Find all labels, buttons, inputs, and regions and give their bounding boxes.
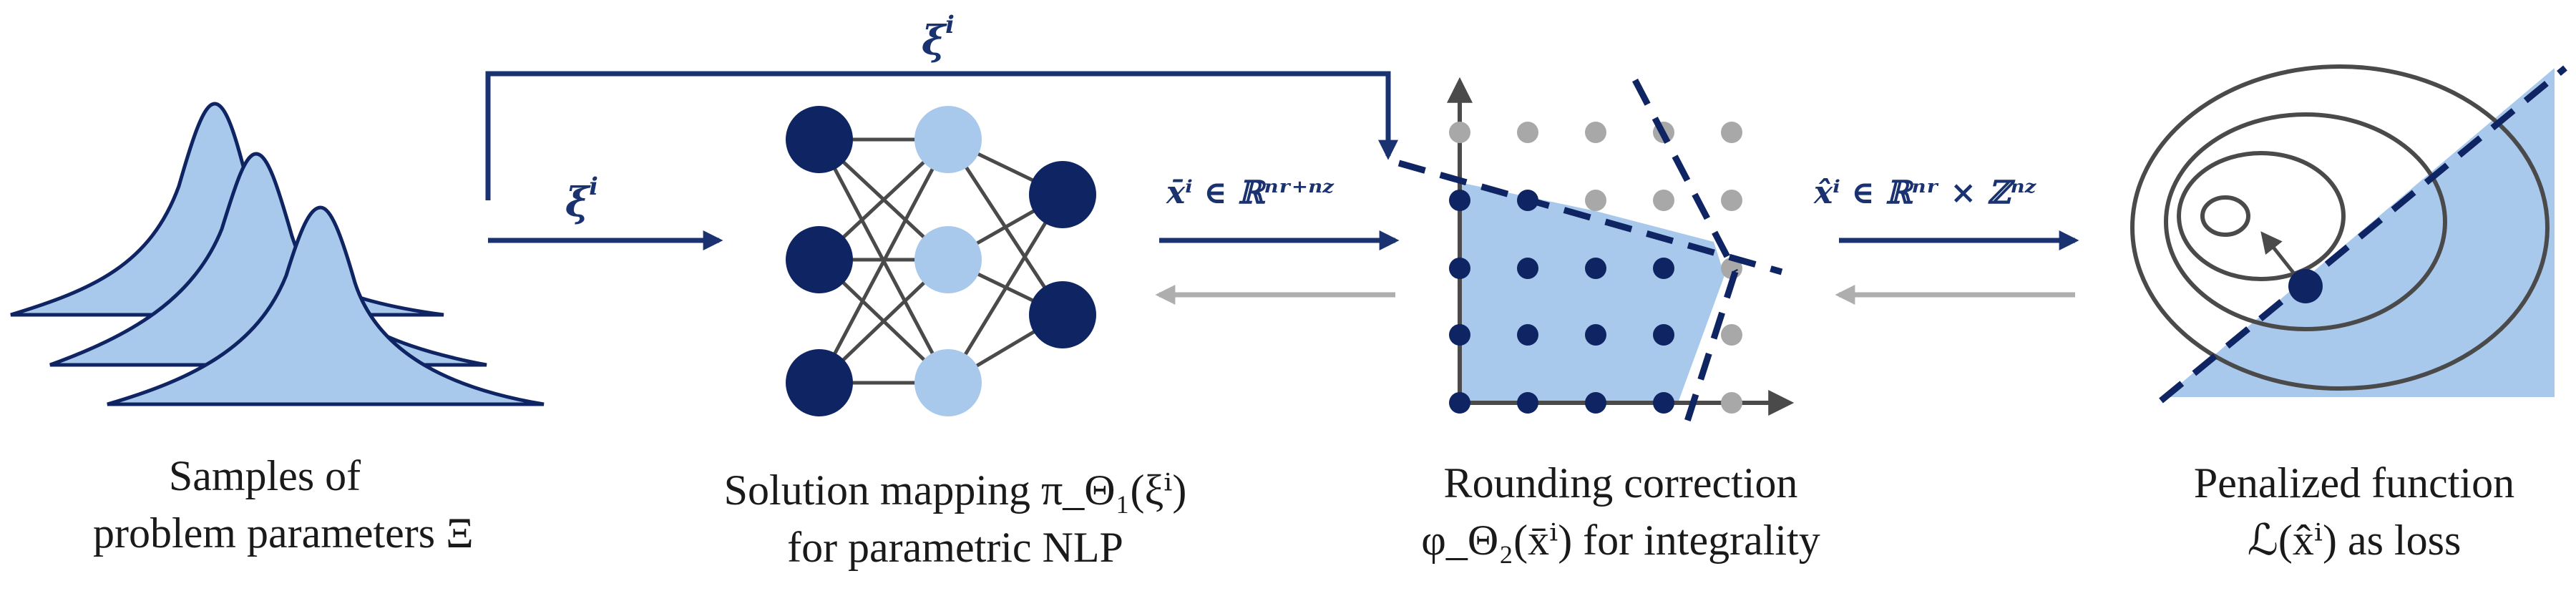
xi-left-label: ξi	[565, 172, 598, 227]
input-node	[786, 226, 853, 293]
samples-distributions	[10, 102, 545, 406]
hidden-node	[914, 106, 982, 173]
xhat-label: x̂ⁱ ∈ ℝⁿʳ × ℤⁿᶻ	[1814, 175, 2036, 211]
caption-rounding-line2: φ_Θ₂(x̄ⁱ) for integrality	[1421, 517, 1820, 564]
caption-samples-line1: Samples of	[168, 452, 361, 499]
constraint-line-1	[1397, 160, 1783, 275]
solution-point	[2288, 269, 2323, 303]
input-node	[786, 349, 853, 416]
loss-plot	[2130, 64, 2567, 404]
contour-inner	[2177, 151, 2346, 281]
contour-center	[2200, 195, 2250, 237]
hidden-node	[914, 226, 982, 293]
hidden-node	[914, 349, 982, 416]
xbar-label: x̄ⁱ ∈ ℝⁿʳ⁺ⁿᶻ	[1166, 175, 1334, 211]
xi-bypass-arrow	[485, 71, 1398, 200]
output-node	[1029, 161, 1096, 228]
caption-solution-line2: for parametric NLP	[787, 524, 1123, 571]
neural-network	[786, 106, 1096, 416]
xi-feedforward-arrows	[485, 71, 1398, 250]
caption-penalized-line1: Penalized function	[2193, 459, 2515, 507]
caption-rounding: Rounding correction φ_Θ₂(x̄ⁱ) for integr…	[1335, 454, 1907, 569]
constraint-boundary	[2159, 65, 2567, 404]
constraint-line-3	[1682, 270, 1739, 429]
caption-solution-line1: Solution mapping π_Θ₁(ξⁱ)	[723, 466, 1187, 514]
caption-solution: Solution mapping π_Θ₁(ξⁱ) for parametric…	[648, 461, 1263, 576]
distribution-curve-3	[107, 205, 545, 406]
input-node	[786, 106, 853, 173]
rounding-plot	[1397, 77, 1795, 429]
xi-top-label: ξi	[922, 10, 955, 65]
caption-samples: Samples of problem parameters Ξ	[93, 447, 474, 562]
constraint-line-2	[1632, 78, 1738, 274]
output-node	[1029, 281, 1096, 348]
caption-rounding-line1: Rounding correction	[1443, 459, 1798, 507]
caption-samples-line2: problem parameters Ξ	[93, 509, 474, 557]
contour-outer	[2130, 64, 2550, 391]
feasible-region	[1460, 182, 1724, 403]
contour-middle	[2164, 112, 2447, 331]
caption-penalized-line2: ℒ(x̂ⁱ) as loss	[2247, 517, 2462, 564]
caption-penalized: Penalized function ℒ(x̂ⁱ) as loss	[2140, 454, 2569, 569]
